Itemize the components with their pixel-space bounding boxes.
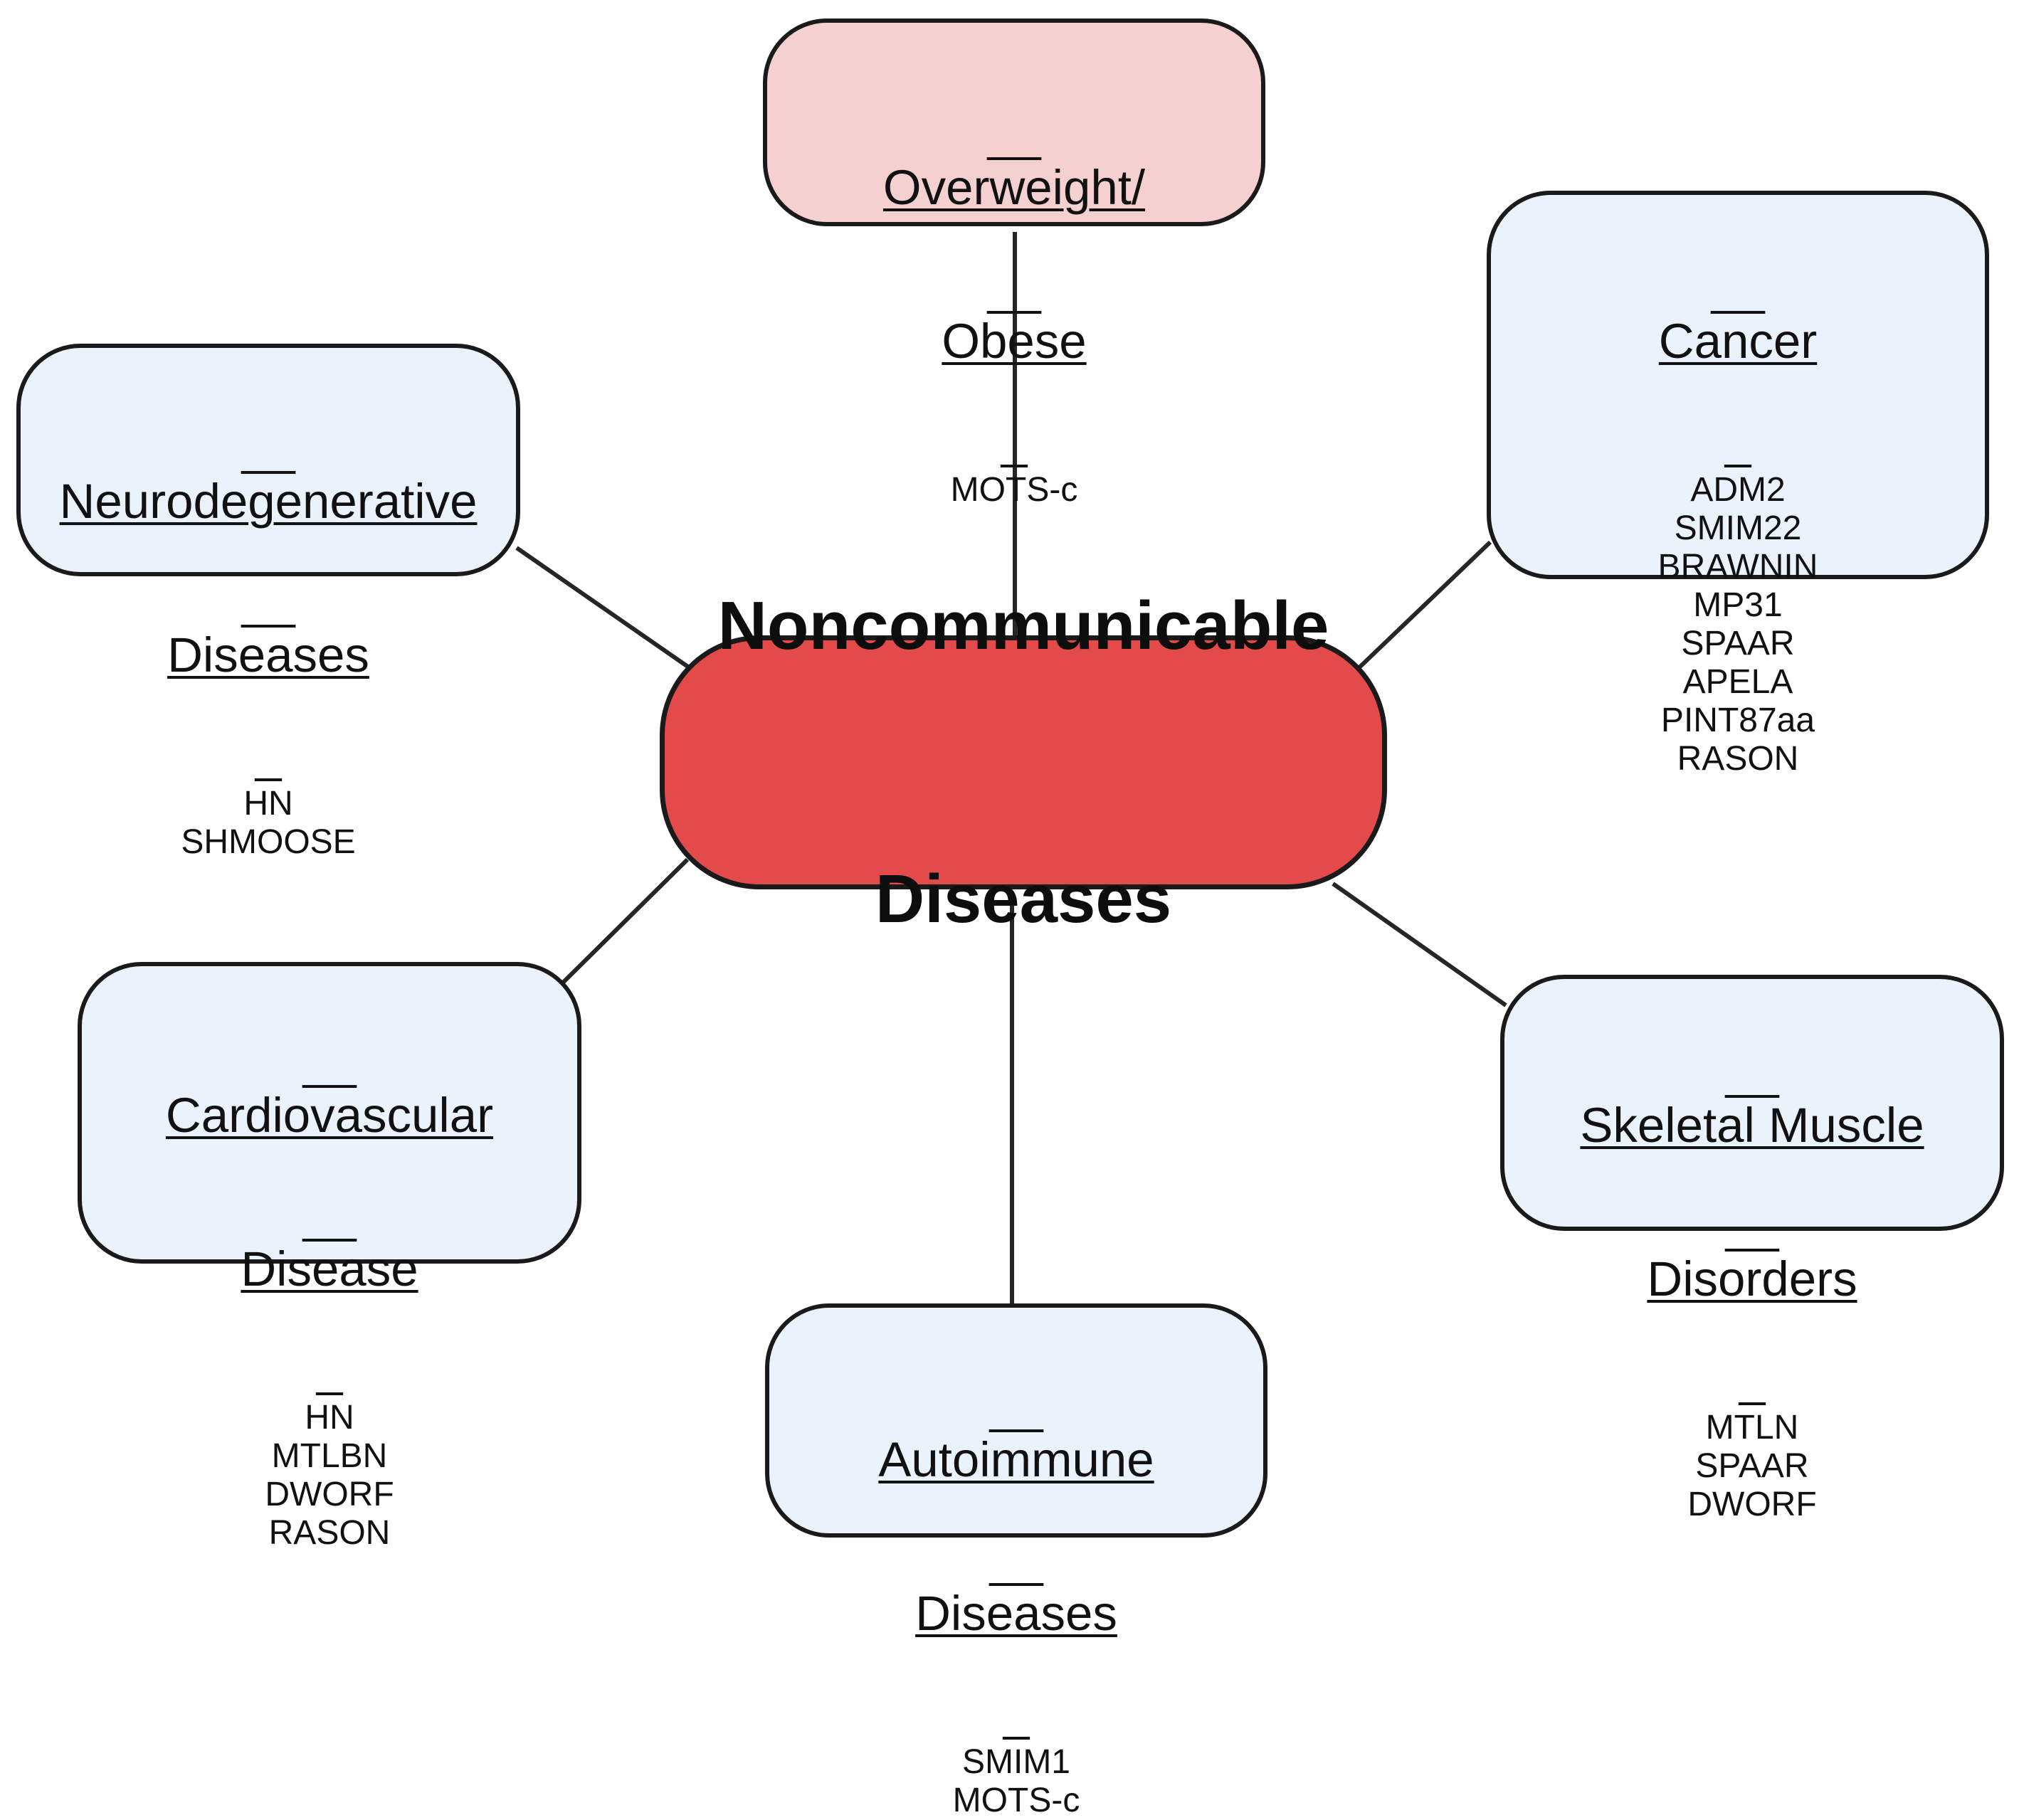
node-cancer: Cancer ADM2 SMIM22 BRAWNIN MP31 SPAAR AP…: [1487, 191, 1989, 778]
node-title: Neurodegenerative Diseases: [60, 374, 478, 783]
connector-neurodegenerative: [515, 546, 690, 670]
connector-cardiovascular: [560, 857, 690, 985]
node-item-list: HN MTLBN DWORF RASON: [265, 1399, 394, 1552]
node-title-line: Skeletal Muscle: [1580, 1098, 1924, 1153]
node-autoimmune-diseases: Autoimmune Diseases SMIM1 MOTS-c: [765, 1303, 1267, 1819]
node-item: RASON: [1677, 740, 1799, 778]
node-item: MP31: [1693, 586, 1783, 624]
node-skeletal-muscle-disorders: Skeletal Muscle Disorders MTLN SPAAR DWO…: [1500, 975, 2004, 1523]
node-title-line: Diseases: [167, 628, 369, 682]
node-item: HN: [243, 785, 293, 822]
node-overweight-obese: Overweight/ Obese MOTS-c: [763, 18, 1265, 509]
node-title-line: Disorders: [1647, 1252, 1857, 1306]
node-item-list: MOTS-c: [951, 471, 1078, 509]
node-item: SMIM22: [1674, 509, 1802, 547]
node-cardiovascular-disease: Cardiovascular Disease HN MTLBN DWORF RA…: [78, 962, 581, 1552]
node-item: DWORF: [1687, 1486, 1817, 1523]
node-title-line: Obese: [942, 314, 1087, 369]
node-title: Autoimmune Diseases: [878, 1332, 1154, 1742]
center-title-line: Diseases: [875, 860, 1172, 937]
node-item: MOTS-c: [950, 471, 1078, 509]
node-item: SPAAR: [1681, 625, 1795, 662]
node-title-line: Neurodegenerative: [59, 474, 478, 529]
node-item-list: MTLN SPAAR DWORF: [1687, 1409, 1816, 1524]
connector-lines: [515, 232, 1507, 1303]
node-title-line: Overweight/: [882, 160, 1146, 215]
center-title-line: Noncommunicable: [717, 587, 1329, 664]
node-item: ADM2: [1690, 471, 1786, 509]
node-item: BRAWNIN: [1657, 548, 1818, 586]
node-item: SMIM1: [961, 1743, 1070, 1781]
node-item: MOTS-c: [952, 1782, 1080, 1819]
node-item-list: SMIM1 MOTS-c: [953, 1743, 1080, 1820]
node-item: SHMOOSE: [181, 823, 356, 861]
node-item-list: ADM2 SMIM22 BRAWNIN MP31 SPAAR APELA PIN…: [1658, 471, 1818, 778]
node-noncommunicable-diseases: Noncommunicable Diseases: [660, 588, 1387, 937]
node-title-line: Autoimmune: [878, 1432, 1154, 1487]
node-neurodegenerative-diseases: Neurodegenerative Diseases HN SHMOOSE: [16, 344, 520, 861]
center-title: Noncommunicable Diseases: [718, 398, 1329, 1127]
node-title: Cardiovascular Disease: [166, 988, 493, 1397]
node-title: Cancer: [1659, 213, 1817, 470]
node-item: MTLN: [1705, 1409, 1799, 1446]
node-title: Overweight/ Obese: [883, 60, 1145, 470]
node-item-list: HN SHMOOSE: [181, 785, 355, 862]
node-item: SPAAR: [1695, 1447, 1809, 1485]
node-title-line: Cardiovascular: [165, 1088, 494, 1143]
node-title-line: Diseases: [915, 1586, 1117, 1641]
node-title: Skeletal Muscle Disorders: [1580, 998, 1924, 1407]
node-title-line: Cancer: [1658, 314, 1818, 369]
connector-skeletal: [1332, 882, 1507, 1007]
node-item: PINT87aa: [1660, 702, 1815, 739]
node-item: DWORF: [265, 1476, 394, 1513]
node-item: RASON: [268, 1514, 391, 1552]
node-item: MTLBN: [271, 1437, 388, 1475]
node-title-line: Disease: [241, 1242, 418, 1296]
node-item: APELA: [1682, 663, 1793, 701]
node-item: HN: [305, 1399, 354, 1437]
connector-cancer: [1356, 540, 1492, 671]
